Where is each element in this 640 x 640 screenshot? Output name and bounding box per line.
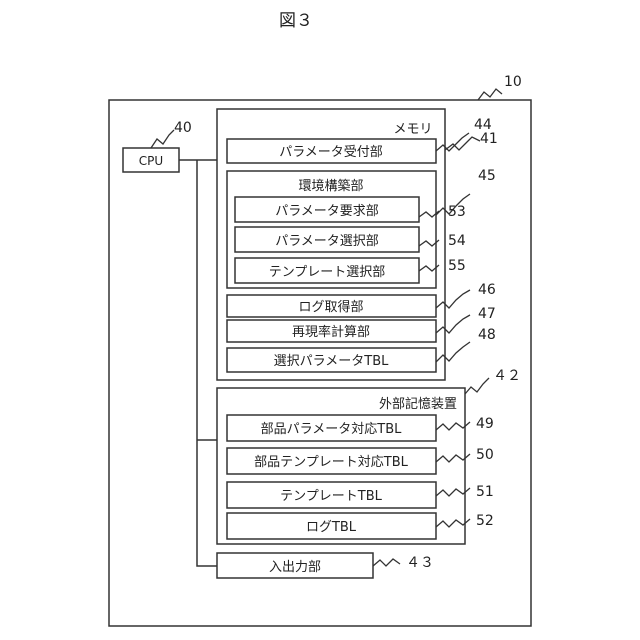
template-select-label: テンプレート選択部 bbox=[269, 265, 386, 280]
reproduce-calc-label: 再現率計算部 bbox=[292, 324, 370, 340]
ref-log-acquire: 46 bbox=[478, 282, 496, 298]
part-template-tbl-label: 部品テンプレート対応TBL bbox=[254, 455, 408, 470]
ref-external-storage: ４２ bbox=[493, 368, 521, 384]
ref-env-builder: 45 bbox=[478, 168, 496, 184]
log-acquire-label: ログ取得部 bbox=[298, 299, 363, 315]
ref-selected-param-tbl: 48 bbox=[478, 327, 496, 343]
ref-part-template-tbl: 50 bbox=[476, 447, 494, 463]
ref-system: 10 bbox=[504, 74, 522, 90]
io-unit-label: 入出力部 bbox=[269, 560, 321, 575]
cpu-label: CPU bbox=[139, 154, 163, 168]
figure-title: 図３ bbox=[279, 11, 313, 31]
ref-template-select: 55 bbox=[448, 258, 466, 274]
ref-io-unit: ４３ bbox=[406, 555, 434, 571]
ref-param-receiver: 44 bbox=[474, 117, 492, 133]
param-request-label: パラメータ要求部 bbox=[275, 204, 379, 219]
part-param-tbl-label: 部品パラメータ対応TBL bbox=[261, 422, 402, 437]
system-leader bbox=[478, 89, 502, 100]
external-storage-label: 外部記憶装置 bbox=[379, 396, 457, 412]
ref-log-tbl: 52 bbox=[476, 513, 494, 529]
template-tbl-label: テンプレートTBL bbox=[280, 489, 382, 504]
ref-reproduce-calc: 47 bbox=[478, 306, 496, 322]
memory-label: メモリ bbox=[393, 122, 432, 137]
ref-template-tbl: 51 bbox=[476, 484, 494, 500]
env-builder-label: 環境構築部 bbox=[298, 179, 363, 194]
ref-memory: 41 bbox=[480, 131, 498, 147]
log-tbl-label: ログTBL bbox=[306, 520, 357, 535]
selected-param-tbl-label: 選択パラメータTBL bbox=[274, 354, 389, 369]
ref-param-select: 54 bbox=[448, 233, 466, 249]
ref-part-param-tbl: 49 bbox=[476, 416, 494, 432]
param-receiver-label: パラメータ受付部 bbox=[279, 145, 383, 160]
ref-cpu: 40 bbox=[174, 120, 192, 136]
param-select-label: パラメータ選択部 bbox=[275, 234, 379, 249]
ref-param-request: 53 bbox=[448, 204, 466, 220]
